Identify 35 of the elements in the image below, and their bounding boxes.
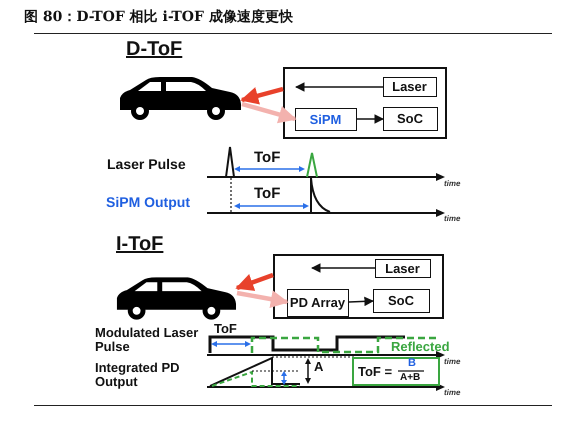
component-box: PD Array bbox=[286, 288, 348, 316]
text-label: ToF bbox=[254, 186, 280, 202]
component-box: SoC bbox=[382, 106, 438, 130]
arrow bbox=[236, 290, 289, 308]
figure-title: 图 80：D-TOF 相比 i-TOF 成像速度更快 bbox=[24, 8, 293, 26]
text-label: ToF bbox=[254, 150, 280, 166]
text-label: D-ToF bbox=[126, 38, 182, 60]
text-label: I-ToF bbox=[116, 233, 164, 255]
component-box: Laser bbox=[382, 76, 436, 96]
system-box bbox=[283, 67, 447, 139]
text-label: Integrated PD Output bbox=[95, 361, 181, 390]
component-box: Laser bbox=[374, 258, 430, 278]
system-box bbox=[273, 254, 444, 319]
arrow bbox=[348, 296, 374, 306]
component-box: SoC bbox=[372, 288, 430, 312]
text-label: time bbox=[444, 215, 460, 224]
text-label: ToF = bbox=[358, 365, 392, 380]
text-label: time bbox=[444, 358, 460, 367]
text-label: time bbox=[444, 389, 460, 398]
text-label: Reflected bbox=[391, 340, 450, 354]
arrow bbox=[311, 263, 375, 273]
text-label: SiPM Output bbox=[106, 195, 190, 210]
text-label: A bbox=[314, 360, 324, 374]
text-label: ToF bbox=[214, 322, 237, 336]
component-box: SiPM bbox=[294, 108, 356, 130]
text-label: time bbox=[444, 180, 460, 189]
arrow bbox=[240, 86, 284, 104]
arrow bbox=[235, 272, 274, 291]
arrow bbox=[357, 114, 384, 124]
arrow bbox=[241, 102, 297, 124]
text-label: A+B bbox=[400, 372, 420, 383]
text-label: B bbox=[408, 357, 416, 370]
text-label: Laser Pulse bbox=[107, 157, 186, 172]
text-label: Modulated Laser Pulse bbox=[95, 326, 200, 355]
arrow bbox=[295, 82, 383, 92]
